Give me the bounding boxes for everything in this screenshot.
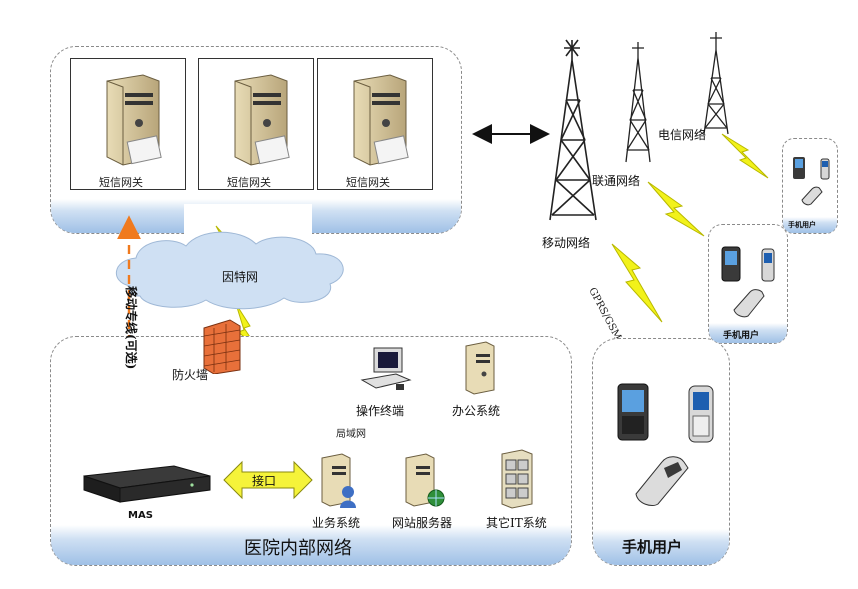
mobile-user-label-medium: 手机用户 bbox=[723, 331, 760, 341]
mobile-tower-icon bbox=[549, 39, 597, 221]
pda-phone-icon bbox=[617, 383, 649, 441]
flip-phone-icon bbox=[801, 186, 823, 206]
interface-label: 接口 bbox=[252, 474, 277, 488]
computer-terminal-icon bbox=[360, 347, 412, 390]
gateway-box-2: 短信网关 bbox=[198, 58, 314, 190]
other-it-icon bbox=[501, 449, 533, 509]
gateway-box-3: 短信网关 bbox=[317, 58, 433, 190]
business-server-icon bbox=[321, 453, 356, 508]
interface-arrow-icon bbox=[223, 460, 313, 500]
mobile-user-panel-large bbox=[592, 338, 730, 566]
unicom-tower-icon bbox=[625, 42, 651, 163]
mobile-user-panel-medium bbox=[708, 224, 788, 344]
server-icon bbox=[234, 74, 290, 166]
lightning-unicom-icon bbox=[647, 181, 705, 237]
web-server-icon bbox=[405, 453, 445, 507]
unicom-network-label: 联通网络 bbox=[592, 174, 641, 188]
terminal-label: 操作终端 bbox=[356, 404, 405, 418]
mas-device-icon bbox=[83, 465, 211, 503]
server-icon bbox=[353, 74, 409, 166]
lan-label: 局域网 bbox=[336, 429, 366, 440]
hospital-panel bbox=[50, 336, 572, 566]
internet-label: 因特网 bbox=[222, 270, 259, 284]
other-it-label: 其它IT系统 bbox=[486, 516, 547, 530]
telecom-tower-icon bbox=[703, 32, 729, 135]
internet-cloud-icon bbox=[115, 231, 344, 310]
hospital-panel-band bbox=[51, 525, 571, 565]
server-icon bbox=[106, 74, 162, 166]
mobile-user-label-small: 手机用户 bbox=[788, 221, 816, 229]
gateway-label-blank bbox=[184, 204, 312, 234]
web-server-label: 网站服务器 bbox=[392, 516, 453, 530]
pda-phone-icon bbox=[793, 157, 805, 179]
gateway-box-1: 短信网关 bbox=[70, 58, 186, 190]
pda-phone-icon bbox=[721, 246, 741, 282]
mobile-user-band bbox=[783, 217, 837, 233]
dedicated-line-label: 移动专线(可选) bbox=[124, 286, 138, 370]
business-label: 业务系统 bbox=[312, 516, 361, 530]
lightning-telecom-icon bbox=[721, 133, 769, 179]
mobile-user-band bbox=[593, 529, 729, 565]
mobile-user-band bbox=[709, 323, 787, 343]
gateway-label: 短信网关 bbox=[99, 176, 143, 189]
mobile-network-label: 移动网络 bbox=[542, 236, 591, 250]
candybar-phone-icon bbox=[820, 158, 830, 180]
gateway-label: 短信网关 bbox=[227, 176, 271, 189]
mobile-user-panel-small bbox=[782, 138, 838, 234]
flip-phone-icon bbox=[635, 456, 689, 507]
candybar-phone-icon bbox=[761, 248, 775, 282]
office-server-icon bbox=[465, 341, 495, 395]
candybar-phone-icon bbox=[688, 385, 714, 443]
gateway-label: 短信网关 bbox=[346, 176, 390, 189]
mas-label: MAS bbox=[128, 510, 153, 521]
hospital-network-title: 医院内部网络 bbox=[244, 538, 352, 559]
flip-phone-icon bbox=[733, 289, 765, 318]
telecom-network-label: 电信网络 bbox=[658, 128, 707, 142]
lightning-gprs-icon bbox=[611, 243, 663, 323]
firewall-label: 防火墙 bbox=[172, 368, 209, 382]
mobile-user-label-large: 手机用户 bbox=[622, 538, 683, 556]
office-label: 办公系统 bbox=[452, 404, 501, 418]
firewall-icon bbox=[203, 319, 241, 374]
